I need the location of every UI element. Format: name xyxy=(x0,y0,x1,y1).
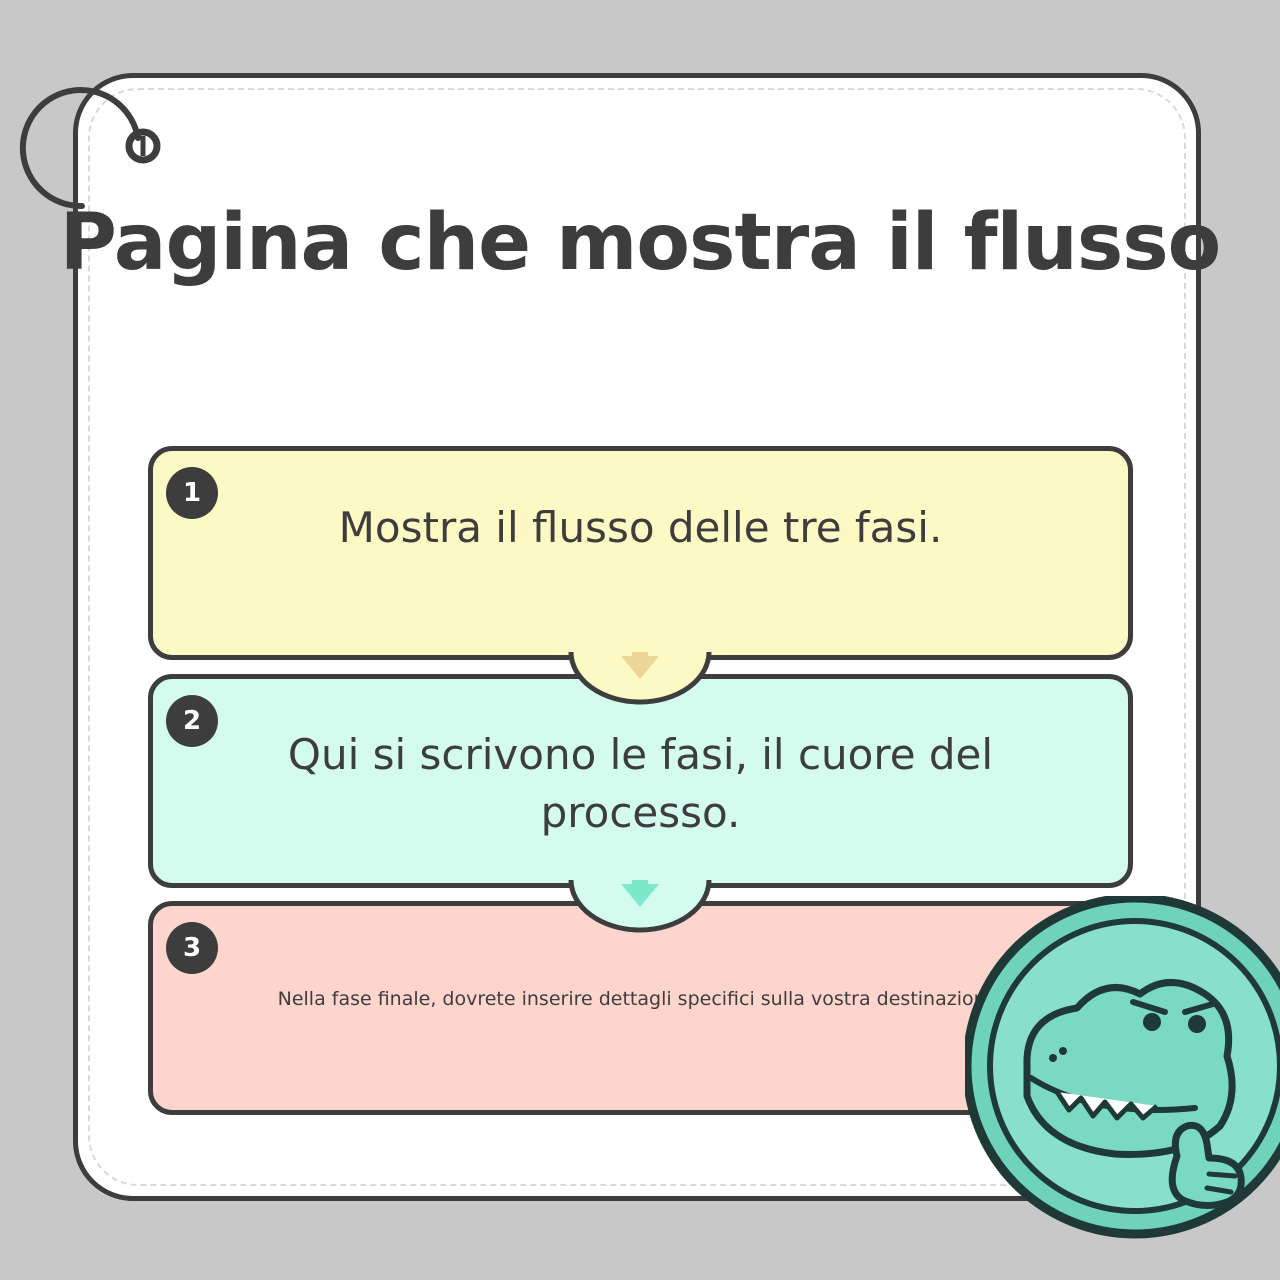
step-3-text: Nella fase finale, dovrete inserire dett… xyxy=(277,988,1004,1010)
arrow-down-icon xyxy=(621,880,659,907)
step-1-text: Mostra il flusso delle tre fasi. xyxy=(338,503,943,552)
connector-1-2 xyxy=(568,652,712,705)
step-1-box: 1 Mostra il flusso delle tre fasi. xyxy=(148,446,1133,660)
connector-2-3 xyxy=(568,880,712,933)
step-3-number: 3 xyxy=(166,922,218,974)
step-2-number: 2 xyxy=(166,695,218,747)
card-dashed-border xyxy=(88,88,1186,1186)
arrow-down-icon xyxy=(621,652,659,679)
crocodile-thumbs-up-icon xyxy=(965,896,1280,1239)
step-2-box: 2 Qui si scrivono le fasi, il cuore del … xyxy=(148,674,1133,888)
page-title: Pagina che mostra il flusso xyxy=(59,198,1222,288)
ring-hook-icon xyxy=(19,87,161,210)
step-1-number: 1 xyxy=(166,467,218,519)
step-2-text: Qui si scrivono le fasi, il cuore del pr… xyxy=(287,730,994,837)
